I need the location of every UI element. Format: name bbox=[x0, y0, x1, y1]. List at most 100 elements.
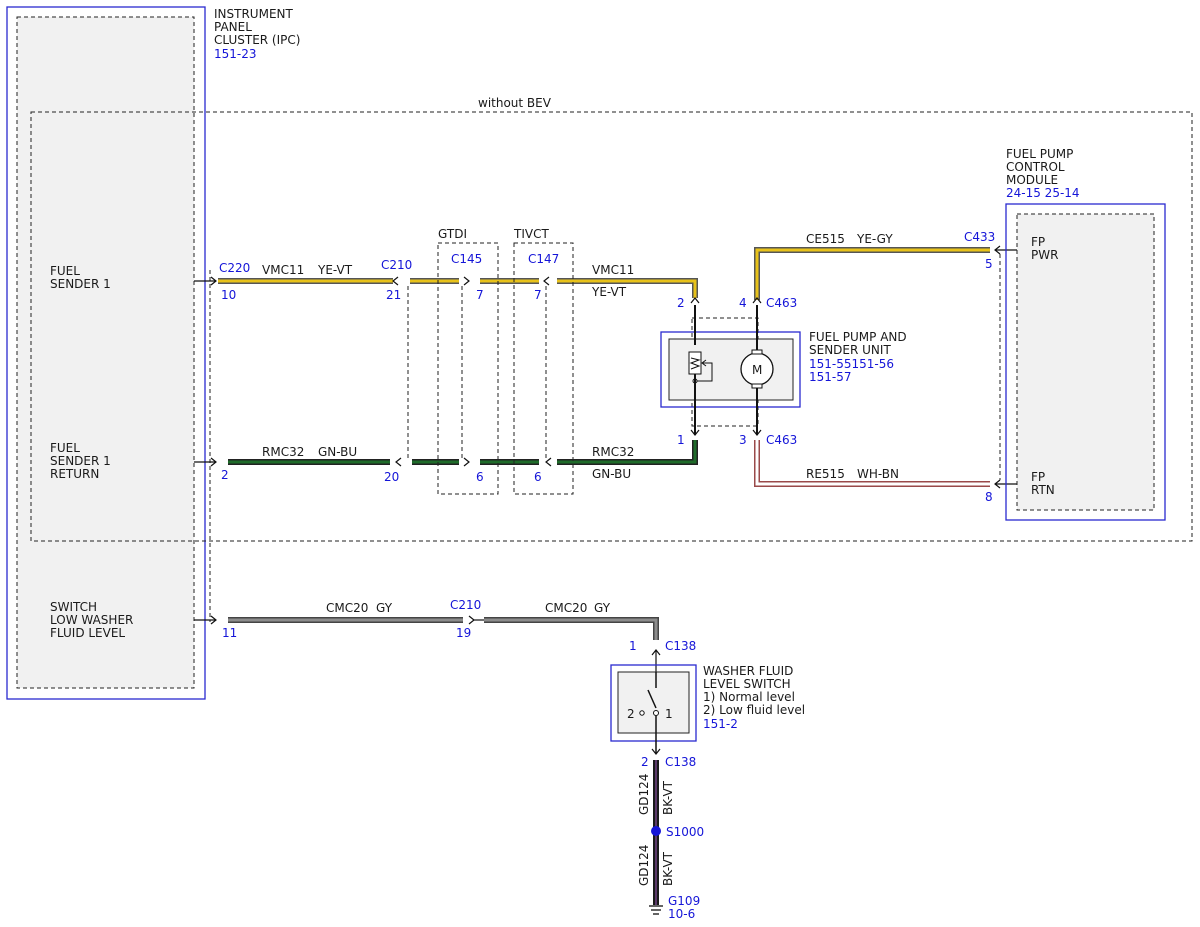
c210-label-b: C210 bbox=[450, 598, 481, 612]
fp-rtn-1: FP bbox=[1031, 470, 1045, 484]
fuel-pump-body bbox=[668, 338, 794, 401]
cmc20-b-label: CMC20 bbox=[545, 601, 587, 615]
c220-label: C220 bbox=[219, 261, 250, 275]
rmc32-a-label: RMC32 bbox=[262, 445, 304, 459]
washer-title-2: LEVEL SWITCH bbox=[703, 677, 791, 691]
motor-label: M bbox=[752, 363, 762, 377]
wire-ce515 bbox=[754, 247, 990, 300]
c433-label: C433 bbox=[964, 230, 995, 244]
vmc11-a-color: YE-VT bbox=[317, 263, 353, 277]
cmc20-b-color: GY bbox=[594, 601, 611, 615]
fpcm-body bbox=[1016, 213, 1155, 511]
wire-re515 bbox=[754, 440, 990, 487]
pin-7a: 7 bbox=[476, 288, 484, 302]
arrow-c463-4 bbox=[752, 297, 762, 304]
washer-state-1: 1) Normal level bbox=[703, 690, 795, 704]
cmc20-a-color: GY bbox=[376, 601, 393, 615]
pin-2: 2 bbox=[677, 296, 685, 310]
wire-vmc11 bbox=[218, 278, 698, 298]
gd124-a-color: BK-VT bbox=[661, 780, 675, 815]
gd124-a-label: GD124 bbox=[637, 774, 651, 815]
arrow-c145-7 bbox=[463, 276, 470, 286]
c138-label-top: C138 bbox=[665, 639, 696, 653]
arrow-pin-10 bbox=[210, 276, 217, 286]
pin-7b: 7 bbox=[534, 288, 542, 302]
re515-color: WH-BN bbox=[857, 467, 899, 481]
c210-label-a: C210 bbox=[381, 258, 412, 272]
pin-6a: 6 bbox=[476, 470, 484, 484]
pin-8: 8 bbox=[985, 490, 993, 504]
fp-rtn-2: RTN bbox=[1031, 483, 1055, 497]
ipc-outline bbox=[6, 6, 206, 700]
switch-blade-icon bbox=[647, 689, 657, 709]
pin-2-return: 2 bbox=[221, 468, 229, 482]
g109-ref: 10-6 bbox=[668, 907, 695, 921]
pin-2-switch: 2 bbox=[641, 755, 649, 769]
cmc20-a-label: CMC20 bbox=[326, 601, 368, 615]
arrow-pin-2 bbox=[210, 457, 217, 467]
switch-contact-2 bbox=[639, 710, 645, 716]
wiper-arrow-icon bbox=[701, 359, 707, 367]
without-bev-label: without BEV bbox=[478, 96, 552, 110]
vmc11-a-label: VMC11 bbox=[262, 263, 304, 277]
fpcm-title-2: CONTROL bbox=[1006, 160, 1065, 174]
pin-1: 1 bbox=[677, 433, 685, 447]
washer-label-1: SWITCH bbox=[50, 600, 97, 614]
washer-state-2: 2) Low fluid level bbox=[703, 703, 805, 717]
wire-rmc32 bbox=[228, 440, 698, 465]
fpcm-outline bbox=[1005, 203, 1166, 521]
fpcm-ref: 24-15 25-14 bbox=[1006, 186, 1080, 200]
c463-label-top: C463 bbox=[766, 296, 797, 310]
ipc-body bbox=[16, 16, 195, 689]
washer-ref: 151-2 bbox=[703, 717, 738, 731]
rmc32-a-color: GN-BU bbox=[318, 445, 357, 459]
wiper-line bbox=[695, 362, 713, 382]
g109-label: G109 bbox=[668, 894, 700, 908]
arrow-c463-2 bbox=[690, 297, 700, 304]
arrow-c147-7 bbox=[543, 276, 550, 286]
fp-pwr-1: FP bbox=[1031, 235, 1045, 249]
arrow-pin-11 bbox=[210, 615, 217, 625]
motor-brush-top bbox=[751, 349, 763, 355]
gd124-b-color: BK-VT bbox=[661, 851, 675, 886]
ipc-title-3: CLUSTER (IPC) bbox=[214, 33, 300, 47]
ipc-ref: 151-23 bbox=[214, 47, 257, 61]
ce515-label: CE515 bbox=[806, 232, 845, 246]
pin-1-switch: 1 bbox=[629, 639, 637, 653]
ce515-color: YE-GY bbox=[856, 232, 893, 246]
vmc11-b-color: YE-VT bbox=[591, 285, 627, 299]
pin-21: 21 bbox=[386, 288, 401, 302]
fuel-sender-label-1: FUEL bbox=[50, 264, 80, 278]
tivct-label: TIVCT bbox=[513, 227, 549, 241]
motor-brush-bottom bbox=[751, 383, 763, 389]
ipc-title-1: INSTRUMENT bbox=[214, 7, 293, 21]
fuel-return-label-2: SENDER 1 bbox=[50, 454, 111, 468]
gtdi-box bbox=[437, 242, 499, 495]
pin-6b: 6 bbox=[534, 470, 542, 484]
pin-11: 11 bbox=[222, 626, 237, 640]
c147-label: C147 bbox=[528, 252, 559, 266]
c463-label-bottom: C463 bbox=[766, 433, 797, 447]
arrow-c210-19 bbox=[468, 615, 475, 625]
rmc32-b-label: RMC32 bbox=[592, 445, 634, 459]
c138-label-bottom: C138 bbox=[665, 755, 696, 769]
fuel-return-label-3: RETURN bbox=[50, 467, 99, 481]
pin-5: 5 bbox=[985, 257, 993, 271]
fuel-sender-label-2: SENDER 1 bbox=[50, 277, 111, 291]
arrow-c138-2 bbox=[651, 748, 661, 755]
fuel-pump-outline bbox=[660, 331, 801, 408]
rmc32-b-color: GN-BU bbox=[592, 467, 631, 481]
fuel-return-label-1: FUEL bbox=[50, 441, 80, 455]
fuel-pump-ref-1: 151-55151-56 bbox=[809, 357, 894, 371]
s1000-splice-icon bbox=[651, 826, 661, 836]
pin-10: 10 bbox=[221, 288, 236, 302]
pin-20: 20 bbox=[384, 470, 399, 484]
without-bev-region bbox=[30, 111, 1193, 542]
c145-label: C145 bbox=[451, 252, 482, 266]
resistor-zigzag-icon bbox=[689, 357, 701, 370]
switch-contact-1 bbox=[653, 710, 659, 716]
washer-label-2: LOW WASHER bbox=[50, 613, 133, 627]
s1000-label: S1000 bbox=[666, 825, 704, 839]
washer-switch-outline bbox=[610, 664, 697, 742]
